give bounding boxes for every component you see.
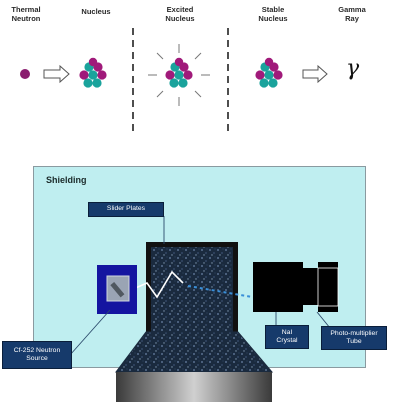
stage-label-excited-nucleus: Excited Nucleus [165, 5, 195, 23]
nai-crystal-label: NaI Crystal [265, 325, 309, 349]
excited-nucleus-icon [148, 44, 210, 106]
neutron-path [130, 270, 184, 299]
platform-front [116, 372, 272, 402]
stage-label-thermal-neutron: Thermal Neutron [11, 5, 41, 23]
slider-plates-label: Slider Plates [88, 202, 164, 217]
pmt-end-cap [317, 267, 339, 307]
stable-nucleus-icon [255, 57, 283, 88]
arrow-2-icon [302, 64, 328, 84]
slider-plates-block [151, 247, 233, 340]
neutron-source-label: Cf-252 Neutron Source [2, 341, 72, 369]
pmt-label: Photo-multiplier Tube [321, 326, 387, 350]
stage-label-nucleus: Nucleus [81, 7, 111, 16]
stage-label-gamma-ray: Gamma Ray [338, 5, 366, 23]
platform-top [115, 331, 274, 373]
stage-label-stable-nucleus: Stable Nucleus [258, 5, 288, 23]
label-connector-pmt [316, 311, 331, 329]
label-connector-source [69, 309, 111, 356]
arrow-1-icon [43, 64, 70, 84]
nuclear-reaction-diagram [20, 28, 328, 132]
nai-crystal [253, 262, 303, 312]
pmt-housing [300, 262, 338, 312]
thermal-neutron-dot [20, 69, 30, 79]
neutron-source-capsule [110, 281, 125, 298]
shielding-title: Shielding [46, 175, 87, 185]
gamma-ray-symbol: γ [346, 56, 360, 81]
nucleus-atom-icon [79, 57, 107, 88]
